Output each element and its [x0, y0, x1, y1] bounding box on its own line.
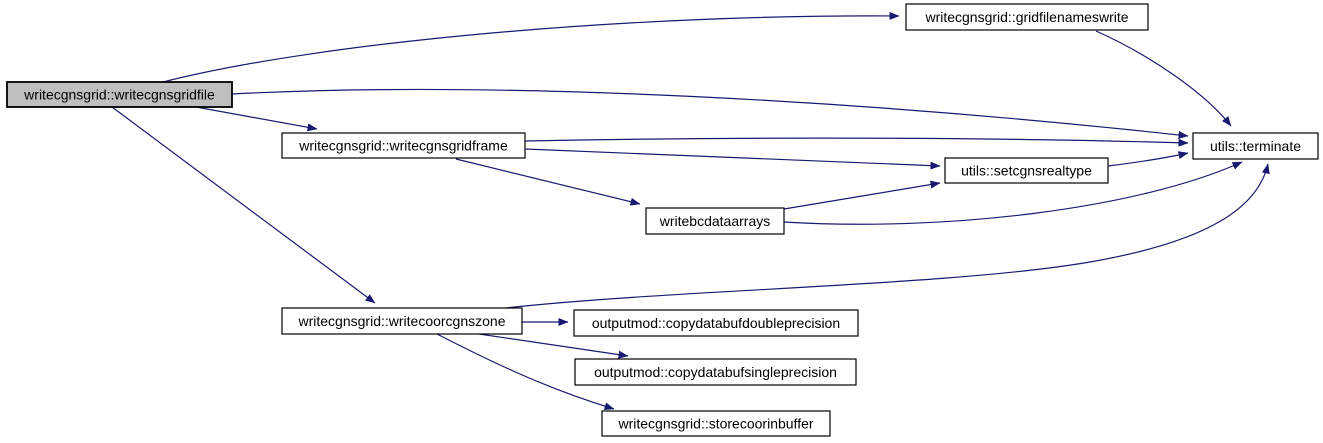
node-label-terminate: utils::terminate [1210, 138, 1301, 154]
node-writebcdataarrays[interactable]: writebcdataarrays [645, 207, 785, 235]
edge-writecgnsgridframe-to-writebcdataarrays [455, 158, 641, 206]
node-label-writecgnsgridfile: writecgnsgrid::writecgnsgridfile [23, 87, 215, 103]
edge-writebcdataarrays-to-terminate [783, 161, 1243, 225]
node-copydatabufsingleprecision[interactable]: outputmod::copydatabufsingleprecision [574, 358, 857, 386]
node-box-writecgnsgridframe[interactable] [281, 132, 526, 159]
node-box-copydatabufdoubleprecision[interactable] [573, 309, 859, 337]
node-label-writecoorcgnszone: writecgnsgrid::writecoorcgnszone [298, 313, 506, 329]
edge-gridfilenameswrite-to-terminate [1095, 30, 1232, 127]
node-label-setcgnsrealtype: utils::setcgnsrealtype [961, 163, 1092, 179]
node-label-copydatabufdoubleprecision: outputmod::copydatabufdoubleprecision [592, 315, 840, 331]
node-writecoorcgnszone[interactable]: writecgnsgrid::writecoorcgnszone [281, 307, 523, 335]
edge-writecgnsgridfile-to-writecgnsgridframe [195, 106, 318, 132]
node-storecoorinbuffer[interactable]: writecgnsgrid::storecoorinbuffer [601, 410, 831, 437]
node-box-writecoorcgnszone[interactable] [281, 307, 523, 335]
node-box-copydatabufsingleprecision[interactable] [574, 358, 857, 386]
node-gridfilenameswrite[interactable]: writecgnsgrid::gridfilenameswrite [905, 3, 1149, 31]
edge-writecoorcgnszone-to-copydatabufsingleprecision [478, 333, 629, 359]
node-writecgnsgridframe[interactable]: writecgnsgrid::writecgnsgridframe [281, 132, 526, 159]
node-label-gridfilenameswrite: writecgnsgrid::gridfilenameswrite [924, 9, 1128, 25]
node-box-writebcdataarrays[interactable] [645, 207, 785, 235]
node-box-gridfilenameswrite[interactable] [905, 3, 1149, 31]
edge-writecgnsgridframe-to-terminate [524, 137, 1189, 147]
node-terminate[interactable]: utils::terminate [1192, 132, 1319, 160]
node-label-writebcdataarrays: writebcdataarrays [659, 213, 771, 229]
edge-writecgnsgridframe-to-setcgnsrealtype [524, 148, 941, 170]
edge-writecgnsgridfile-to-gridfilenameswrite [162, 11, 900, 83]
edge-writebcdataarrays-to-setcgnsrealtype [783, 180, 941, 210]
node-box-terminate[interactable] [1192, 132, 1319, 160]
edge-writecgnsgridfile-to-terminate [231, 88, 1189, 139]
node-setcgnsrealtype[interactable]: utils::setcgnsrealtype [944, 157, 1109, 184]
node-label-writecgnsgridframe: writecgnsgrid::writecgnsgridframe [298, 138, 508, 154]
node-box-setcgnsrealtype[interactable] [944, 157, 1109, 184]
node-label-copydatabufsingleprecision: outputmod::copydatabufsingleprecision [594, 364, 837, 380]
edge-writecoorcgnszone-to-storecoorinbuffer [436, 333, 615, 411]
node-copydatabufdoubleprecision[interactable]: outputmod::copydatabufdoubleprecision [573, 309, 859, 337]
node-writecgnsgridfile[interactable]: writecgnsgrid::writecgnsgridfile [6, 81, 233, 108]
node-box-writecgnsgridfile[interactable] [6, 81, 233, 108]
node-label-storecoorinbuffer: writecgnsgrid::storecoorinbuffer [617, 416, 813, 432]
edge-setcgnsrealtype-to-terminate [1107, 151, 1189, 167]
node-box-storecoorinbuffer[interactable] [601, 410, 831, 437]
edge-writecoorcgnszone-to-terminate [504, 163, 1270, 309]
edge-writecgnsgridfile-to-writecoorcgnszone [111, 106, 376, 304]
